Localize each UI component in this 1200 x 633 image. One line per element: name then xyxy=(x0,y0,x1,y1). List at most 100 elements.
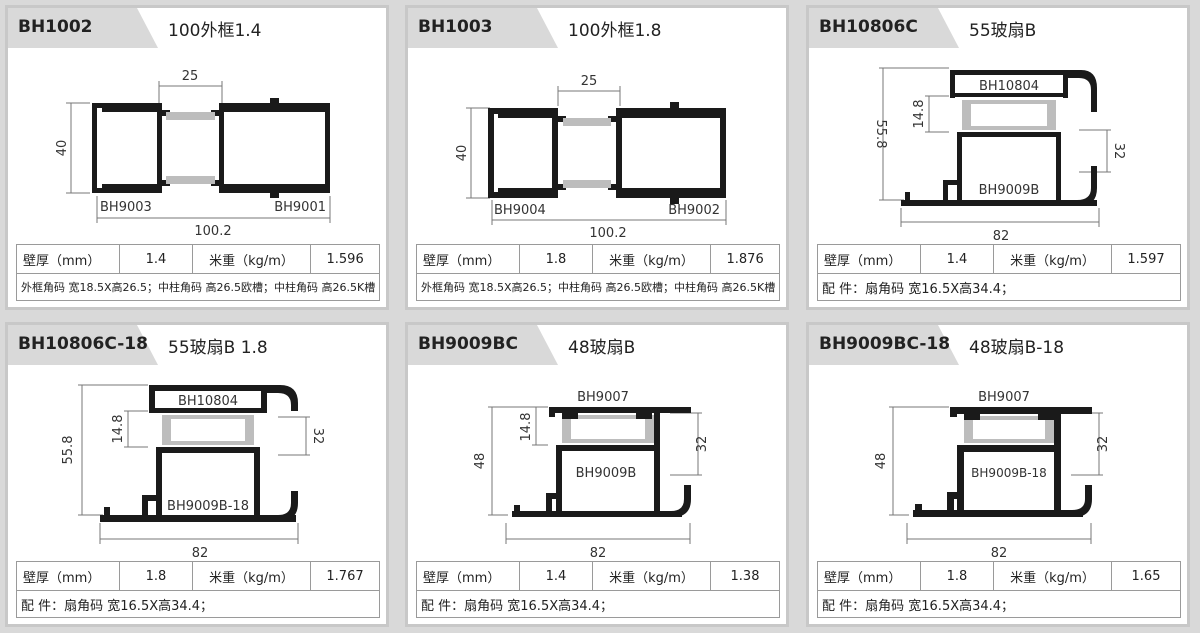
part-right: BH9002 xyxy=(668,203,720,218)
spec-table: 壁厚（mm） 1.8 米重（kg/m） 1.65 配 件：扇角码 宽16.5X高… xyxy=(817,561,1181,618)
thickness-value: 1.4 xyxy=(920,244,994,274)
dim-height: 40 xyxy=(55,140,70,157)
code-tab xyxy=(408,325,558,365)
dim-side: 32 xyxy=(1096,436,1111,453)
part-left: BH9003 xyxy=(100,200,152,215)
weight-value: 1.596 xyxy=(309,244,381,274)
product-name: 100外框1.8 xyxy=(568,21,662,41)
thickness-value: 1.8 xyxy=(119,561,193,591)
dim-side: 32 xyxy=(1111,143,1126,160)
weight-label: 米重（kg/m） xyxy=(592,561,711,591)
dim-width: 82 xyxy=(590,546,607,560)
code-tab xyxy=(809,325,959,365)
fittings-note: 配 件：扇角码 宽16.5X高34.4； xyxy=(16,590,380,618)
weight-value: 1.38 xyxy=(710,561,780,591)
thickness-value: 1.8 xyxy=(519,244,593,274)
dim-height: 48 xyxy=(473,453,488,470)
dim-width: 82 xyxy=(192,546,209,560)
weight-label: 米重（kg/m） xyxy=(993,244,1112,274)
dim-total-width: 100.2 xyxy=(589,226,626,241)
part-top: BH9007 xyxy=(577,390,629,405)
card-header: BH10806C-18 55玻扇B 1.8 xyxy=(8,325,386,365)
product-code: BH1002 xyxy=(18,17,93,37)
dim-inner: 14.8 xyxy=(912,100,927,129)
part-bottom: BH9009B-18 xyxy=(971,466,1047,480)
spec-table: 壁厚（mm） 1.8 米重（kg/m） 1.876 外框角码 宽18.5X高26… xyxy=(415,244,781,301)
product-name: 55玻扇B xyxy=(969,21,1037,41)
profile-drawing: BH9007 BH9009B-18 48 32 82 xyxy=(874,390,1111,560)
dim-width: 25 xyxy=(581,74,598,89)
code-tab xyxy=(8,8,158,48)
product-code: BH9009BC-18 xyxy=(819,334,951,354)
weight-label: 米重（kg/m） xyxy=(192,561,311,591)
product-card-bh9009bc-18: BH9009BC-18 48玻扇B-18 xyxy=(806,322,1190,627)
product-code: BH1003 xyxy=(418,17,493,37)
part-bottom: BH9009B xyxy=(979,183,1040,198)
thickness-label: 壁厚（mm） xyxy=(817,244,921,274)
thickness-label: 壁厚（mm） xyxy=(416,244,520,274)
profile-drawing: BH9007 BH9009B 48 14.8 32 82 xyxy=(473,390,710,560)
weight-label: 米重（kg/m） xyxy=(192,244,311,274)
spec-table: 壁厚（mm） 1.4 米重（kg/m） 1.38 配 件：扇角码 宽16.5X高… xyxy=(416,561,780,618)
part-top: BH9007 xyxy=(978,390,1030,405)
spec-table: 壁厚（mm） 1.4 米重（kg/m） 1.597 配 件：扇角码 宽16.5X… xyxy=(817,244,1181,301)
product-name: 48玻扇B xyxy=(568,338,636,358)
profile-drawing: 25 40 100.2 BH9004 BH9002 xyxy=(455,74,727,241)
dim-height: 55.8 xyxy=(61,436,76,465)
code-tab xyxy=(809,8,959,48)
fittings-note: 配 件：扇角码 宽16.5X高34.4； xyxy=(416,590,780,618)
weight-value: 1.597 xyxy=(1111,244,1181,274)
product-card-bh1002: BH1002 100外框1.4 xyxy=(5,5,389,310)
weight-label: 米重（kg/m） xyxy=(993,561,1112,591)
part-top: BH10804 xyxy=(178,394,238,409)
product-name: 48玻扇B-18 xyxy=(969,338,1065,358)
spec-table: 壁厚（mm） 1.8 米重（kg/m） 1.767 配 件：扇角码 宽16.5X… xyxy=(16,561,380,618)
thickness-label: 壁厚（mm） xyxy=(416,561,520,591)
dim-side: 32 xyxy=(695,436,710,453)
weight-value: 1.65 xyxy=(1111,561,1181,591)
weight-value: 1.876 xyxy=(709,244,781,274)
thickness-label: 壁厚（mm） xyxy=(817,561,921,591)
fittings-note: 配 件：扇角码 宽16.5X高34.4； xyxy=(817,273,1181,301)
part-bottom: BH9009B xyxy=(576,466,637,481)
code-tab xyxy=(408,8,558,48)
part-top: BH10804 xyxy=(979,79,1039,94)
fittings-note: 外框角码 宽18.5X高26.5；中柱角码 高26.5欧槽；中柱角码 高26.5… xyxy=(15,273,381,301)
weight-value: 1.767 xyxy=(310,561,380,591)
dim-width: 82 xyxy=(993,229,1010,243)
dim-width: 82 xyxy=(991,546,1008,560)
product-code: BH9009BC xyxy=(418,334,518,354)
product-card-bh10806c: BH10806C 55玻扇B xyxy=(806,5,1190,310)
product-code: BH10806C-18 xyxy=(18,334,148,354)
code-tab xyxy=(8,325,158,365)
profile-drawing: BH10804 BH9009B 55.8 14.8 32 82 xyxy=(873,67,1126,243)
product-card-bh1003: BH1003 100外框1.8 xyxy=(405,5,789,310)
thickness-value: 1.4 xyxy=(119,244,193,274)
product-code: BH10806C xyxy=(819,17,918,37)
fittings-note: 外框角码 宽18.5X高26.5；中柱角码 高26.5欧槽；中柱角码 高26.5… xyxy=(415,273,781,301)
card-header: BH9009BC 48玻扇B xyxy=(408,325,786,365)
dim-inner: 14.8 xyxy=(519,413,534,442)
thickness-value: 1.4 xyxy=(519,561,593,591)
dim-height: 48 xyxy=(874,453,889,470)
thickness-label: 壁厚（mm） xyxy=(16,561,120,591)
fittings-note: 配 件：扇角码 宽16.5X高34.4； xyxy=(817,590,1181,618)
part-left: BH9004 xyxy=(494,203,546,218)
dim-height: 40 xyxy=(455,145,470,162)
thickness-value: 1.8 xyxy=(920,561,994,591)
dim-total-width: 100.2 xyxy=(194,224,231,239)
profile-drawing: 25 40 100.2 BH9003 BH9001 xyxy=(55,69,331,239)
weight-label: 米重（kg/m） xyxy=(592,244,711,274)
thickness-label: 壁厚（mm） xyxy=(16,244,120,274)
product-card-bh9009bc: BH9009BC 48玻扇B xyxy=(405,322,789,627)
spec-table: 壁厚（mm） 1.4 米重（kg/m） 1.596 外框角码 宽18.5X高26… xyxy=(15,244,381,301)
card-header: BH10806C 55玻扇B xyxy=(809,8,1187,48)
part-right: BH9001 xyxy=(274,200,326,215)
product-card-bh10806c-18: BH10806C-18 55玻扇B 1.8 xyxy=(5,322,389,627)
card-header: BH1002 100外框1.4 xyxy=(8,8,386,48)
product-name: 55玻扇B 1.8 xyxy=(168,338,268,358)
dim-width: 25 xyxy=(182,69,199,84)
dim-side: 32 xyxy=(310,428,325,445)
card-header: BH1003 100外框1.8 xyxy=(408,8,786,48)
dim-height: 55.8 xyxy=(873,120,888,149)
